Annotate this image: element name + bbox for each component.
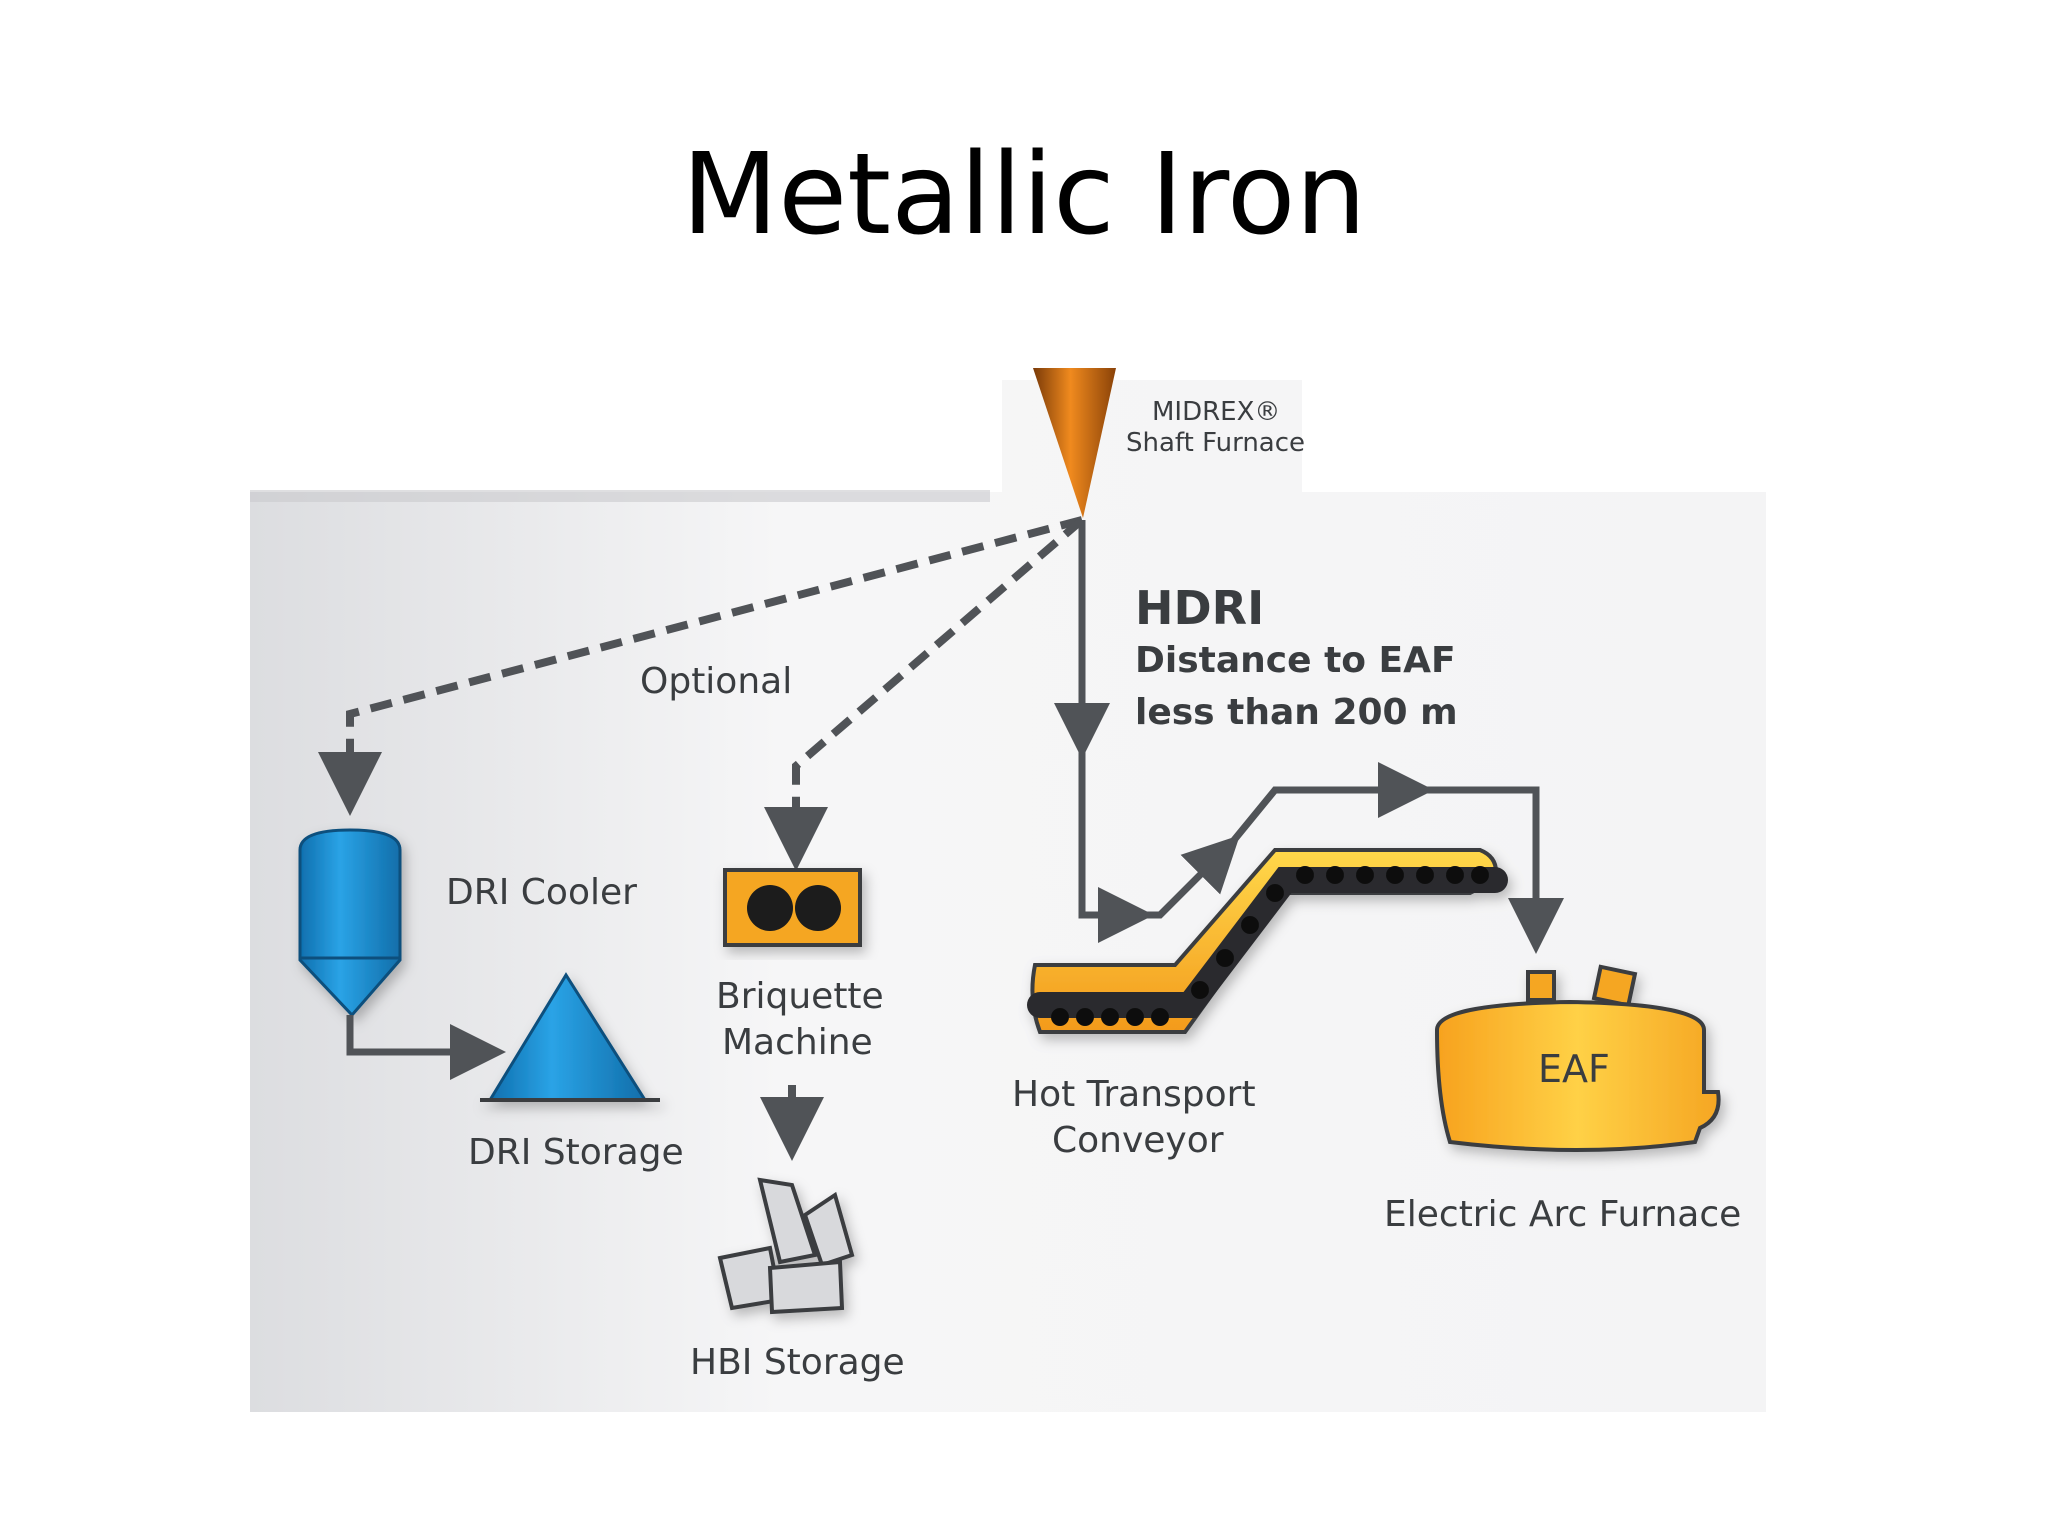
conveyor-flow-arrow	[1140, 835, 1240, 919]
conveyor-label-line1: Hot Transport	[1012, 1074, 1256, 1115]
hdri-line1: Distance to EAF	[1135, 640, 1456, 681]
shaft-furnace-icon	[1033, 368, 1116, 518]
conveyor-label-line2: Conveyor	[1052, 1120, 1224, 1161]
conveyor-top-flow	[1227, 762, 1434, 848]
hdri-flow-to-conveyor	[1078, 745, 1154, 943]
eaf-icon	[1434, 964, 1721, 1152]
briquette-label-line1: Briquette	[716, 976, 884, 1017]
slide-title: Metallic Iron	[681, 130, 1367, 260]
dri-cooler-label: DRI Cooler	[446, 872, 637, 913]
hdri-line2: less than 200 m	[1135, 692, 1458, 733]
optional-label: Optional	[640, 661, 792, 702]
diagram-background	[250, 380, 1766, 1412]
optional-flow-to-cooler	[318, 516, 1084, 816]
hot-conveyor-icon	[1027, 848, 1508, 1034]
furnace-label-line1: MIDREX®	[1152, 397, 1280, 427]
hbi-storage-icon	[717, 1177, 855, 1315]
dri-storage-label: DRI Storage	[468, 1132, 684, 1173]
dri-cooler-icon	[298, 828, 402, 1018]
briquette-label-line2: Machine	[722, 1022, 873, 1063]
cooler-to-storage-arrow	[346, 1015, 506, 1080]
optional-flow-to-briquette	[764, 516, 1085, 871]
dri-storage-icon	[480, 972, 660, 1102]
hbi-storage-label: HBI Storage	[690, 1342, 905, 1383]
flow-to-eaf	[1420, 786, 1564, 954]
eaf-label: Electric Arc Furnace	[1384, 1194, 1741, 1235]
eaf-tag: EAF	[1538, 1047, 1610, 1091]
hdri-title: HDRI	[1135, 581, 1264, 635]
furnace-label-line2: Shaft Furnace	[1126, 428, 1305, 458]
briquette-machine-icon	[723, 868, 862, 947]
